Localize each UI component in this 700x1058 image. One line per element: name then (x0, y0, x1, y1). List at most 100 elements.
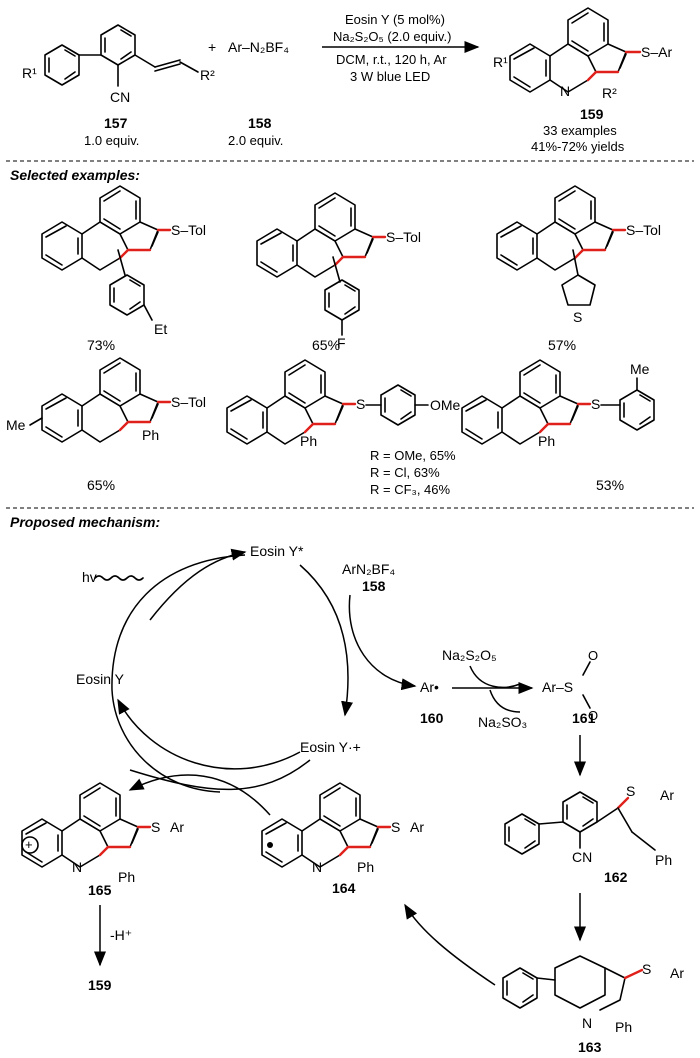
example-2: S–Tol F 65% (255, 191, 421, 353)
int163-id: 163 (578, 1039, 602, 1055)
example-3-sub: S (573, 309, 582, 325)
cycle-arc-left (111, 554, 246, 691)
intermediate-162: CN S Ar Ph 162 (504, 783, 674, 885)
sulfonyl-radical-161: Ar–S O O 161 (542, 648, 598, 726)
intermediate-164: S Ar N Ph 164 (260, 781, 424, 896)
int162-id: 162 (604, 869, 628, 885)
example-5: S OMe Ph R = OMe, 65% R = Cl, 63% R = CF… (225, 358, 461, 497)
product-159: R¹ N R² S–Ar 159 33 examples 41%-72% yie… (493, 6, 672, 154)
bisulfite-curve (469, 665, 521, 689)
example-5-yield-cf3: R = CF₃, 46% (370, 482, 451, 497)
r2-label: R² (200, 67, 215, 83)
eosin-radical-cation: Eosin Y·+ (300, 739, 361, 755)
example-3: S–Tol S 57% (495, 184, 661, 353)
sulfite-curve (489, 689, 521, 713)
example-5-yield-ome: R = OMe, 65% (370, 448, 456, 463)
example-5-sulfonyl: S (356, 396, 365, 412)
product-n: N (560, 83, 570, 99)
cycle-return (129, 759, 311, 791)
hv-label: hv (82, 569, 97, 585)
cond-line3: DCM, r.t., 120 h, Ar (336, 52, 447, 67)
cycle-to-ground (117, 698, 301, 770)
arrow-to-164 (404, 903, 496, 986)
int162-s: S (626, 783, 635, 799)
int163-ar: Ar (670, 965, 684, 981)
int165-s: S (151, 819, 160, 835)
int164-id: 164 (332, 880, 356, 896)
mech-diazonium: ArN₂BF₄ (342, 561, 395, 577)
int165-n: N (72, 859, 82, 875)
metabisulfite: Na₂S₂O₅ (442, 647, 497, 663)
intermediate-165: + S Ar N Ph 165 (20, 781, 184, 898)
diazonium-equiv: 2.0 equiv. (228, 133, 283, 148)
int164-s: S (391, 819, 400, 835)
example-4-sulfonyl: S–Tol (171, 394, 206, 410)
example-1-yield: 73% (87, 337, 115, 353)
diazonium-id: 158 (248, 115, 272, 131)
example-4-ring-sub: Me (6, 417, 26, 433)
example-6-yield: 53% (596, 477, 624, 493)
mech-diazonium-id: 158 (362, 578, 386, 594)
int163-n: N (582, 1015, 592, 1031)
example-3-yield: 57% (548, 337, 576, 353)
cycle-to-excited (149, 548, 247, 621)
cond-line2: Na₂S₂O₅ (2.0 equiv.) (333, 29, 451, 44)
example-1: S–Tol Et 73% (40, 184, 206, 353)
int162-cn: CN (572, 849, 592, 865)
cycle-arc-right (299, 564, 353, 717)
example-5-yield-cl: R = Cl, 63% (370, 465, 440, 480)
eosin-excited: Eosin Y* (250, 543, 304, 559)
cond-line1: Eosin Y (5 mol%) (345, 12, 445, 27)
substrate-id: 157 (104, 115, 128, 131)
product-r1: R¹ (493, 54, 508, 70)
example-4-sub: Ph (142, 427, 159, 443)
light-wave (94, 575, 144, 581)
sulfonyl-o2: O (588, 708, 598, 723)
example-1-sulfonyl: S–Tol (171, 222, 206, 238)
sulfonyl-radical-id: 161 (572, 710, 596, 726)
int165-ar: Ar (170, 819, 184, 835)
product-examples: 33 examples (543, 123, 617, 138)
example-6-sub: Ph (538, 433, 555, 449)
example-4-yield: 65% (87, 477, 115, 493)
cycle-arc-bottom (111, 689, 221, 793)
example-6: S Me Ph 53% (460, 358, 655, 493)
int163-ph: Ph (615, 1019, 632, 1035)
r1-label: R¹ (22, 65, 37, 81)
int164-ph: Ph (357, 859, 374, 875)
sulfonyl-radical-label: Ar–S (542, 679, 573, 695)
int164-n: N (312, 859, 322, 875)
product-yields: 41%-72% yields (531, 139, 625, 154)
int165-id: 165 (88, 882, 112, 898)
int164-ar: Ar (410, 819, 424, 835)
substrate-equiv: 1.0 equiv. (84, 133, 139, 148)
example-2-sulfonyl: S–Tol (386, 229, 421, 245)
aryl-radical-id: 160 (420, 710, 444, 726)
int165-ph: Ph (118, 869, 135, 885)
example-1-sub: Et (154, 321, 167, 337)
eosin-ground: Eosin Y (76, 671, 125, 687)
example-2-sub: F (337, 335, 346, 351)
deprotonation-label: -H⁺ (110, 927, 132, 943)
sulfite: Na₂SO₃ (478, 714, 527, 730)
intermediate-163: S Ar N Ph 163 (502, 955, 684, 1055)
plus-sign: + (208, 39, 216, 55)
diazonium-formula: Ar–N₂BF₄ (228, 39, 289, 55)
arrow-to-aryl-radical (348, 594, 417, 691)
mechanism-heading: Proposed mechanism: (10, 514, 160, 530)
product-r2: R² (602, 85, 617, 101)
example-5-ph: Ph (300, 433, 317, 449)
selected-examples-heading: Selected examples: (10, 167, 140, 183)
aryl-radical: Ar• (420, 679, 439, 695)
arrow-to-165 (128, 774, 271, 816)
example-4: Me S–Tol Ph 65% (6, 356, 206, 493)
example-3-sulfonyl: S–Tol (626, 222, 661, 238)
product-id: 159 (580, 106, 604, 122)
final-product-id: 159 (88, 977, 112, 993)
int163-s: S (642, 961, 651, 977)
int162-ar: Ar (660, 787, 674, 803)
example-6-sulfonyl: S (591, 396, 600, 412)
int162-ph: Ph (655, 852, 672, 868)
